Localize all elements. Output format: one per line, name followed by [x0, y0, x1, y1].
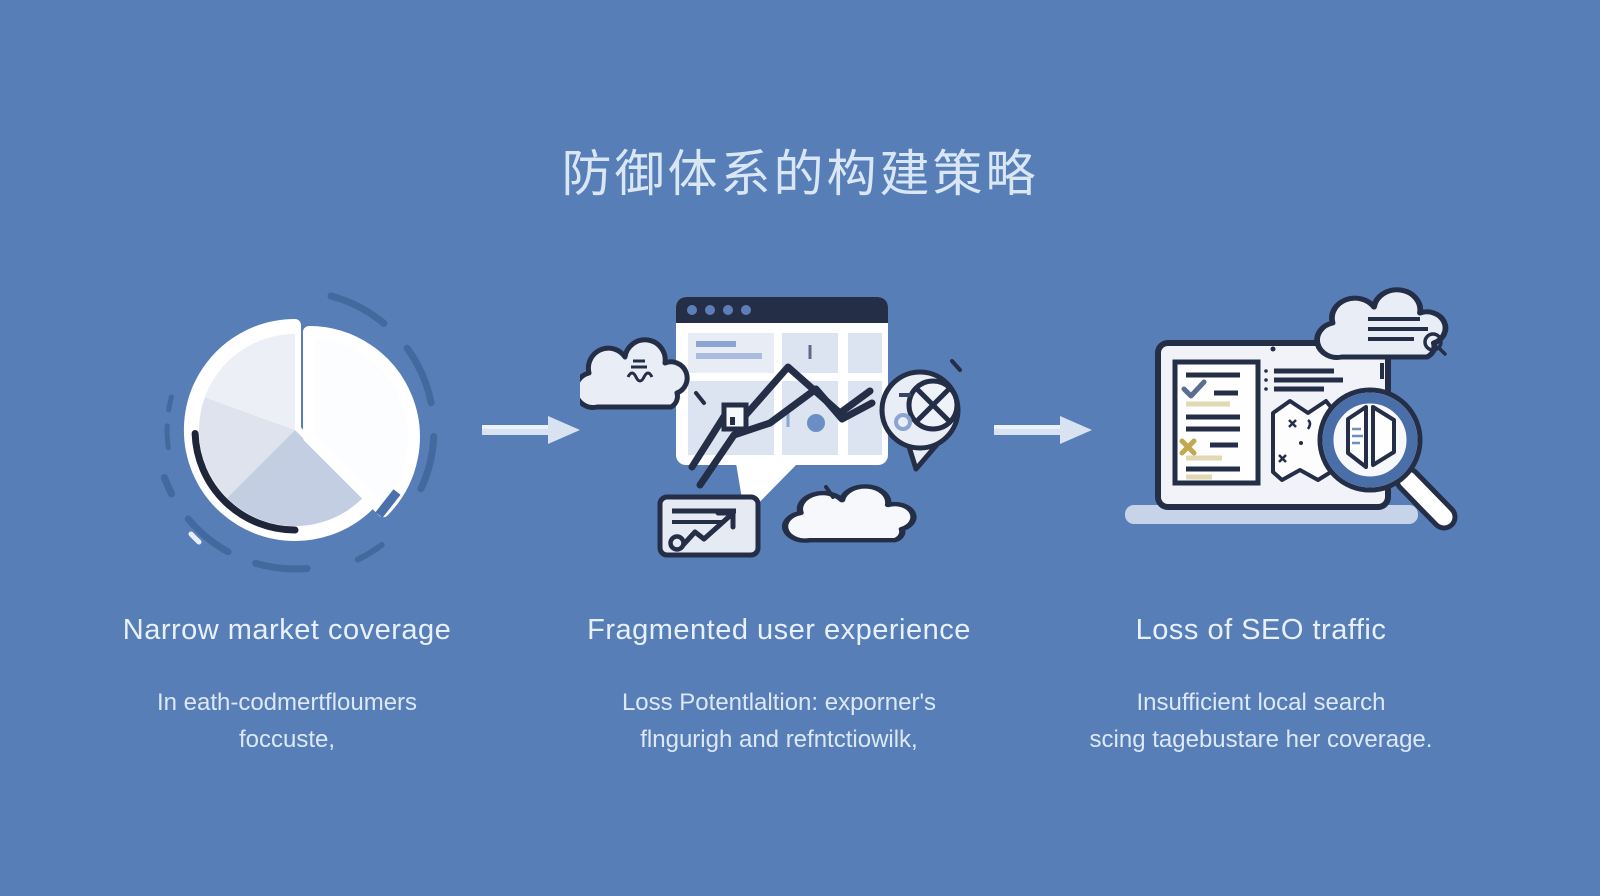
step-description-line2: flngurigh and refntctiowilk, [640, 726, 918, 753]
step-description-line1: Insufficient local search [1136, 689, 1386, 716]
cloud-icon [781, 484, 917, 543]
step-description-fragmented-ux: Loss Potentlaltion: exporner's flngurigh… [544, 684, 1014, 758]
arrow-right-icon [478, 408, 588, 457]
step-description-narrow-market: In eath-codmertfloumers foccuste, [52, 684, 522, 758]
step-description-line1: Loss Potentlaltion: exporner's [621, 689, 937, 716]
step-description-line1: In eath-codmertfloumers [156, 689, 418, 716]
cloud-icon [573, 337, 706, 410]
step-heading-fragmented-ux: Fragmented user experience [587, 614, 971, 646]
step-heading-narrow-market: Narrow market coverage [122, 614, 452, 646]
arrow-right-icon [990, 408, 1100, 457]
step-heading-seo-loss: Loss of SEO traffic [1135, 614, 1387, 646]
page-title: 防御体系的构建策略 [561, 146, 1039, 202]
chart-card-icon [657, 494, 761, 558]
laptop-search-graphic [1125, 287, 1458, 531]
step-description-line2: foccuste, [238, 726, 336, 753]
document-icon [1172, 359, 1261, 486]
pie-chart-icon [135, 270, 455, 595]
magnifier-icon [1317, 387, 1458, 531]
step-description-line2: scing tagebustare her coverage. [1089, 726, 1433, 753]
blocked-bubble-icon [879, 359, 962, 472]
cloud-icon [1314, 287, 1449, 379]
pie-chart-graphic [160, 292, 438, 573]
browser-window-graphic [573, 297, 962, 558]
laptop-search-icon [1070, 270, 1470, 585]
step-description-seo-loss: Insufficient local search scing tagebust… [1026, 684, 1496, 758]
browser-window-icon [573, 270, 980, 585]
